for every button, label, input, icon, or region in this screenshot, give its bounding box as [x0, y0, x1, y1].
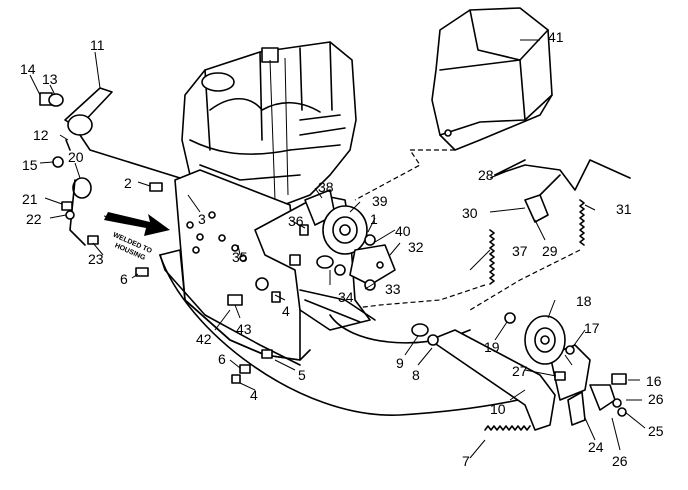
callout-13: 13: [42, 71, 58, 87]
callout-1: 1: [370, 211, 378, 227]
callout-5: 5: [298, 367, 306, 383]
engine: [181, 41, 357, 211]
callout-33: 33: [385, 281, 401, 297]
callout-36: 36: [288, 213, 304, 229]
callout-16: 16: [646, 373, 662, 389]
leader-belt: [469, 249, 581, 311]
callout-6b: 6: [218, 351, 226, 367]
callout-32: 32: [408, 239, 424, 255]
spring-37: [489, 229, 495, 285]
callout-30: 30: [462, 205, 478, 221]
callout-24: 24: [588, 439, 604, 455]
callout-20: 20: [68, 149, 84, 165]
callout-3: 3: [198, 211, 206, 227]
callout-29: 29: [542, 243, 558, 259]
callout-40: 40: [395, 223, 411, 239]
idler-arm: [411, 312, 627, 431]
callout-26b: 26: [612, 453, 628, 469]
callout-10: 10: [490, 401, 506, 417]
spring-7: [484, 425, 531, 431]
callout-19: 19: [484, 339, 500, 355]
plate-fasteners: [227, 277, 281, 384]
leader-guard: [354, 149, 455, 201]
callout-26a: 26: [648, 391, 664, 407]
callout-4b: 4: [250, 387, 258, 403]
control-lever: [39, 87, 181, 179]
belt-guard: [431, 7, 553, 151]
callout-31: 31: [616, 201, 632, 217]
direction-arrow-icon: [103, 212, 170, 236]
callout-18: 18: [576, 293, 592, 309]
welded-annotation: WELDED TO HOUSING: [112, 232, 154, 263]
callout-22: 22: [26, 211, 42, 227]
callout-42: 42: [196, 331, 212, 347]
callout-27: 27: [512, 363, 528, 379]
leader-spring: [339, 284, 486, 311]
callout-7: 7: [462, 453, 470, 469]
pulley-bracket: [254, 189, 396, 331]
callout-23: 23: [88, 251, 104, 267]
callout-15: 15: [22, 157, 38, 173]
left-linkage: [52, 139, 163, 277]
callout-17: 17: [584, 320, 600, 336]
callout-leaders: [29, 39, 646, 459]
callout-43: 43: [236, 321, 252, 337]
callout-6a: 6: [120, 271, 128, 287]
callout-4a: 4: [282, 303, 290, 319]
spring-31: [579, 199, 585, 246]
callout-41: 41: [548, 29, 564, 45]
callout-2: 2: [124, 175, 132, 191]
callout-35: 35: [232, 249, 248, 265]
callout-38: 38: [318, 179, 334, 195]
callout-37: 37: [512, 243, 528, 259]
callout-25: 25: [648, 423, 664, 439]
callout-8: 8: [412, 367, 420, 383]
callout-21: 21: [22, 191, 38, 207]
callout-14: 14: [20, 61, 36, 77]
upper-linkage: [494, 159, 631, 223]
callout-39: 39: [372, 193, 388, 209]
callout-12: 12: [33, 127, 49, 143]
callout-28: 28: [478, 167, 494, 183]
callout-11: 11: [90, 37, 105, 53]
callout-34: 34: [338, 289, 354, 305]
callout-9: 9: [396, 355, 404, 371]
